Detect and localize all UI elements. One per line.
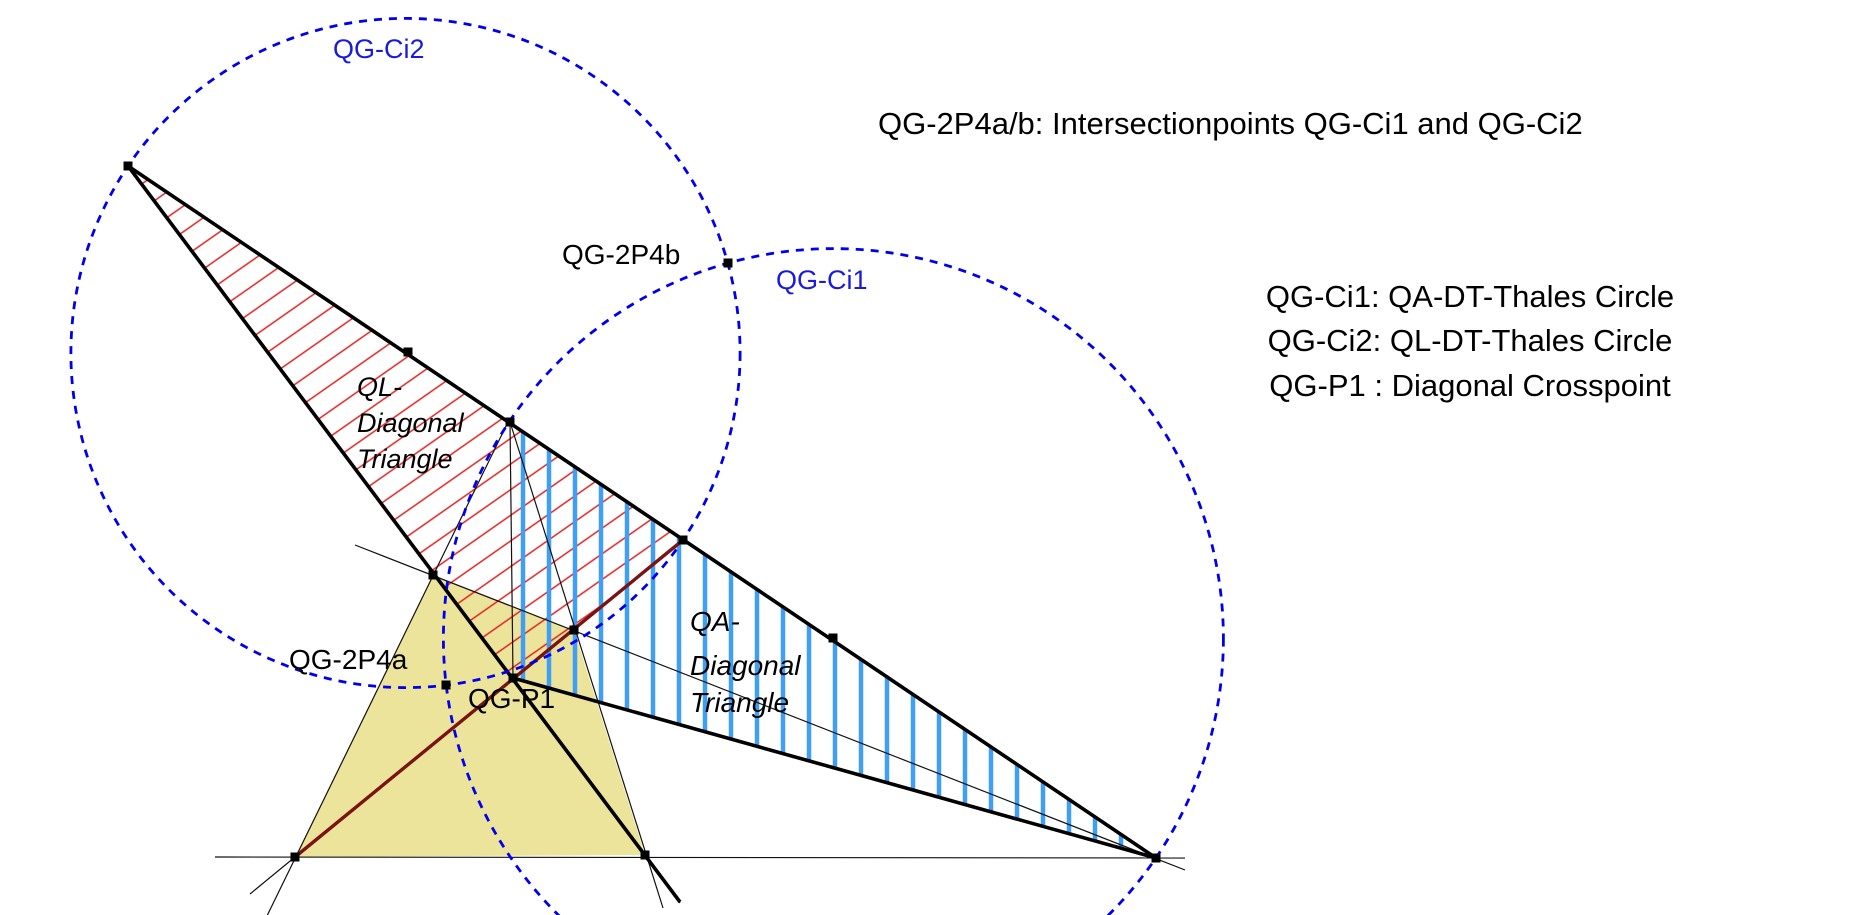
line-diagonal-ac (126, 164, 682, 904)
legend-line-qg-ci2: QG-Ci2: QL-DT-Thales Circle (1268, 323, 1673, 358)
label-qa-dt-line2: Diagonal (690, 650, 801, 681)
diagram-title: QG-2P4a/b: Intersectionpoints QG-Ci1 and… (878, 106, 1583, 141)
label-qa-dt-line1: QA- (690, 606, 740, 637)
line-side-bc-horizontal (214, 856, 1186, 859)
line-side-cd (509, 421, 664, 909)
label-qg-2p4a: QG-2P4a (289, 644, 408, 675)
point-markers (123, 161, 1161, 863)
circle-qg-ci1 (442, 247, 1225, 915)
circle-qg-ci2 (69, 16, 742, 690)
line-qa-dt-left-edge (509, 421, 514, 679)
point-qg-2p4a (441, 680, 451, 690)
point-quadrigon-b (290, 852, 300, 862)
line-side-da (354, 544, 1186, 871)
point-quadrigon-c (640, 850, 650, 860)
label-ql-dt-line1: QL- (357, 372, 402, 402)
point-ci2-center (403, 347, 413, 357)
legend: QG-Ci1: QA-DT-Thales Circle QG-Ci2: QL-D… (1266, 279, 1674, 403)
line-qa-dt-bottom-edge (512, 676, 1157, 860)
point-ql-dt-right (678, 535, 688, 545)
label-qg-p1: QG-P1 (468, 683, 555, 714)
label-qg-ci1: QG-Ci1 (776, 265, 868, 295)
point-qg-p1 (508, 673, 518, 683)
label-ql-diagonal-triangle: QL- Diagonal Triangle (357, 372, 465, 474)
point-quadrigon-d (569, 625, 579, 635)
point-qa-dt-top (505, 417, 515, 427)
label-qg-ci2: QG-Ci2 (333, 34, 425, 64)
thick-lines (126, 164, 1158, 904)
line-main-diagonal-d3 (126, 164, 1158, 860)
legend-line-qg-p1: QG-P1 : Diagonal Crosspoint (1269, 368, 1671, 403)
line-bd-extension (249, 856, 296, 895)
legend-line-qg-ci1: QG-Ci1: QA-DT-Thales Circle (1266, 279, 1674, 314)
point-quadrigon-a (428, 570, 438, 580)
label-ql-dt-line3: Triangle (357, 444, 453, 474)
line-diagonal-bd-dark-red (293, 538, 685, 859)
point-qg-2p4b (723, 258, 733, 268)
label-ql-dt-line2: Diagonal (357, 408, 465, 438)
line-side-ab (266, 421, 509, 915)
label-qa-dt-line3: Triangle (690, 687, 789, 718)
point-ql-dt-apex (123, 161, 133, 171)
label-qg-2p4b: QG-2P4b (562, 239, 680, 270)
point-qa-dt-tip (1151, 853, 1161, 863)
point-ci1-center (828, 633, 838, 643)
label-qa-diagonal-triangle: QA- Diagonal Triangle (690, 606, 801, 718)
